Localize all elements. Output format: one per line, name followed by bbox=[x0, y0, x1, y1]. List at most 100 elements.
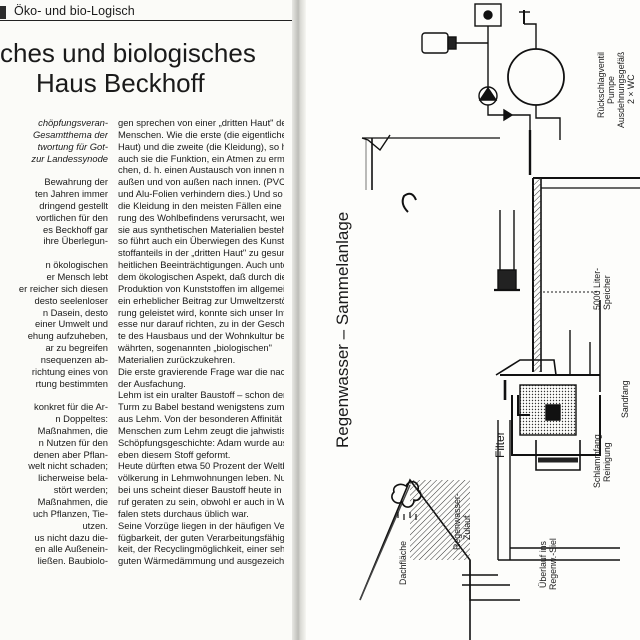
col1-line: Maßnahmen, die bbox=[37, 424, 108, 436]
col2-line: Menschen. Wie die erste (die eigentliche bbox=[118, 128, 284, 140]
col2-line: völkerung in Lehmwohnungen leben. Nur bbox=[118, 472, 284, 484]
col1-line: dringend gestellt bbox=[39, 199, 108, 211]
col1-line: rtung bestimmten bbox=[35, 377, 108, 389]
col2-line: ein erheblicher Beitrag zur Umweltzerstö… bbox=[118, 294, 284, 306]
col2-line: Haut) und die zweite (die Kleidung), so … bbox=[118, 140, 284, 152]
col1-line: n Nutzen für den bbox=[38, 436, 108, 448]
col2-line: Die erste gravierende Frage war die nach bbox=[118, 365, 284, 377]
col1-line: konkret für die Ar- bbox=[34, 401, 108, 413]
col1-line: licherweise bela- bbox=[38, 472, 108, 484]
label-ueberlauf-1: Überlauf ins bbox=[538, 541, 548, 588]
col2-line: Materialien zurückzukehren. bbox=[118, 353, 236, 365]
col2-line: und Alu-Folien verhindern dies.) Und so … bbox=[118, 188, 284, 200]
col2-line: falen stets durchaus üblich war. bbox=[118, 507, 249, 519]
col2-line: sie aus synthetischen Materialien besteh… bbox=[118, 223, 284, 235]
col2-line: Produktion von Kunststoffen im allgemein… bbox=[118, 282, 284, 294]
left-page: Öko- und bio-Logisch ches und biologisch… bbox=[0, 0, 300, 640]
col1-line: stört werden; bbox=[53, 484, 108, 496]
label-speicher-2: Speicher bbox=[602, 275, 612, 310]
col1-line: Bewahrung der bbox=[44, 176, 108, 188]
col1-line: n ökologischen bbox=[45, 259, 108, 271]
col2-line: der Ausfachung. bbox=[118, 377, 186, 389]
col2-line: te des Hausbaus und der Wohnkultur be- bbox=[118, 330, 284, 342]
col1-line: twortung für Got- bbox=[37, 140, 108, 152]
label-zulauf-1: Regenwasser- bbox=[452, 493, 462, 550]
title-line-1: ches und biologisches bbox=[0, 38, 256, 68]
col1-line: zur Landessynode bbox=[31, 152, 108, 164]
col2-line: eben diesem Stoff geformt. bbox=[118, 448, 231, 460]
book-gutter bbox=[292, 0, 306, 640]
col1-line: nsequenzen ab- bbox=[40, 353, 108, 365]
col2-line: fügbarkeit, der guten Verarbeitungsfähig… bbox=[118, 531, 284, 543]
col2-line: chen, d. h. einen Austausch von innen na… bbox=[118, 164, 284, 176]
col2-line: Lehm ist ein uralter Baustoff – schon de… bbox=[118, 389, 284, 401]
col1-line: ließen. Baubiolo- bbox=[37, 555, 108, 567]
col1-line: vortlichen für den bbox=[36, 211, 108, 223]
col2-line: ruf geraten zu sein, obwohl er auch in W… bbox=[118, 496, 284, 507]
col1-line: einer Umwelt und bbox=[35, 318, 108, 330]
col2-line: aus Lehm. Von der besonderen Affinität d… bbox=[118, 413, 284, 425]
check-valve-icon bbox=[503, 108, 514, 122]
col1-line: n Dasein, desto bbox=[42, 306, 108, 318]
label-rueckschlagventil: Rückschlagventil bbox=[596, 51, 606, 118]
label-zulauf-2: Zulauf bbox=[462, 515, 472, 540]
label-ueberlauf-2: Regenw.-Siel bbox=[548, 538, 558, 590]
col2-line: bei uns scheint dieser Baustoff heute in… bbox=[118, 484, 284, 496]
pump-icon bbox=[478, 86, 498, 101]
col1-line: chöpfungsveran- bbox=[38, 117, 108, 128]
text-column-2: gen sprechen von einer „dritten Haut" de… bbox=[118, 117, 284, 567]
col1-line: es Beckhoff gar bbox=[43, 223, 108, 235]
col2-line: so führt auch ein Überwiegen des Kunst- bbox=[118, 235, 284, 247]
expansion-tank bbox=[507, 48, 565, 106]
label-wc: 2 × WC bbox=[626, 74, 636, 104]
col2-line: Turm zu Babel bestand wenigstens zum Tei… bbox=[118, 401, 284, 413]
label-schlammfang-1: Schlammfang bbox=[592, 434, 602, 488]
col1-line: en alle Außenein- bbox=[35, 543, 108, 555]
col2-line: Seine Vorzüge liegen in der häufigen Ver… bbox=[118, 519, 284, 531]
wc-tank bbox=[421, 32, 449, 54]
article-title: ches und biologisches Haus Beckhoff bbox=[0, 38, 256, 98]
col2-line: dem ökologischen Aspekt, daß durch die bbox=[118, 270, 284, 282]
col2-line: die Kleidung in den meisten Fällen eine … bbox=[118, 199, 284, 211]
col1-line: ihre Überlegun- bbox=[43, 235, 108, 247]
section-label: Öko- und bio-Logisch bbox=[14, 4, 135, 18]
col1-line: ar zu begreifen bbox=[45, 342, 108, 354]
col2-line: heitlichen Beeinträchtigungen. Auch unte… bbox=[118, 259, 284, 271]
label-dachflaeche: Dachfläche bbox=[398, 540, 408, 585]
col1-line: er Mensch lebt bbox=[46, 270, 109, 282]
header-marker bbox=[0, 6, 6, 19]
cloud-icon bbox=[391, 480, 422, 508]
col2-line: esse nur darauf richten, zu in der Gesch… bbox=[118, 318, 284, 330]
col2-line: Heute dürften etwa 50 Prozent der Weltbe… bbox=[118, 460, 284, 472]
label-schlammfang-2: Reinigung bbox=[602, 442, 612, 482]
col2-line: außen und von außen nach innen. (PVC- bbox=[118, 176, 284, 188]
col1-line: er reicher sich diesen bbox=[18, 282, 108, 294]
col2-line: guten Wärmedämmung und ausgezeich- bbox=[118, 555, 284, 567]
label-ausdehnungsgefaess: Ausdehnungsgefäß bbox=[616, 51, 626, 128]
col1-line: denen aber Pflan- bbox=[33, 448, 108, 460]
col1-line: uch Pflanzen, Tie- bbox=[32, 507, 108, 519]
col1-line: welt nicht schaden; bbox=[28, 460, 108, 472]
col2-line: Schöpfungsgeschichte: Adam wurde aus bbox=[118, 436, 284, 448]
col2-line: stoffanteils in der „dritten Haut" zu ge… bbox=[118, 247, 284, 259]
col1-line: richtung eines von bbox=[31, 365, 108, 377]
header-rule bbox=[0, 20, 300, 21]
label-pumpe: Pumpe bbox=[606, 76, 616, 104]
col1-line: Gesamtthema der bbox=[32, 128, 108, 140]
label-sandfang: Sandfang bbox=[620, 380, 630, 418]
col1-line: ten Jahren immer bbox=[35, 188, 108, 200]
label-filter: Filter bbox=[493, 431, 507, 458]
col1-line: us nicht dazu die- bbox=[34, 531, 108, 543]
col2-line: auch sie die Funktion, ein Atmen zu ermö… bbox=[118, 152, 284, 164]
col2-line: Menschen zum Lehm zeugt die jahwistische bbox=[118, 424, 284, 436]
col2-line: rung des Wohlbefindens verursacht, wenn bbox=[118, 211, 284, 223]
col1-line: desto seelenloser bbox=[34, 294, 109, 306]
col1-line: utzen. bbox=[82, 519, 108, 531]
col2-line: keit, der Recyclingmöglichkeit, einer se… bbox=[118, 543, 284, 555]
title-line-2: Haus Beckhoff bbox=[36, 68, 205, 98]
col2-line: währten, sogenannten „biologischen" bbox=[118, 342, 272, 354]
col1-line: ehung aufzuheben, bbox=[27, 330, 108, 342]
col1-line: n Doppeltes: bbox=[55, 413, 108, 425]
